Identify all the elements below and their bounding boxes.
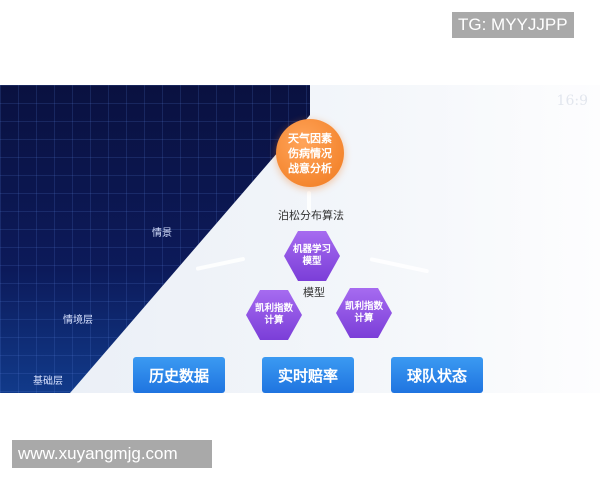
hex-kelly-right: 凯利指数 计算: [336, 288, 392, 338]
ratio-label: 16:9: [556, 93, 588, 109]
hex-kelly-left: 凯利指数 计算: [246, 290, 302, 340]
history-data-button[interactable]: 历史数据: [133, 357, 225, 393]
layer-label-context: 情境层: [63, 315, 93, 326]
factors-circle: 天气因素 伤病情况 战意分析: [276, 119, 344, 187]
model-label: 模型: [303, 286, 325, 299]
live-odds-button[interactable]: 实时赔率: [262, 357, 354, 393]
watermark-bottom: www.xuyangmjg.com: [12, 440, 212, 468]
hex-ml-model: 机器学习 模型: [284, 231, 340, 281]
watermark-top: TG: MYYJJPP: [452, 12, 574, 38]
arrow-left: [195, 256, 246, 271]
layer-label-scene: 情景: [152, 228, 172, 239]
algorithm-label: 泊松分布算法: [278, 209, 344, 222]
team-status-button[interactable]: 球队状态: [391, 357, 483, 393]
slide-image: 16:9 情景 情境层 基础层 天气因素 伤病情况 战意分析 泊松分布算法 机器…: [0, 85, 600, 393]
arrow-right: [369, 257, 430, 274]
layer-label-base: 基础层: [33, 376, 63, 387]
